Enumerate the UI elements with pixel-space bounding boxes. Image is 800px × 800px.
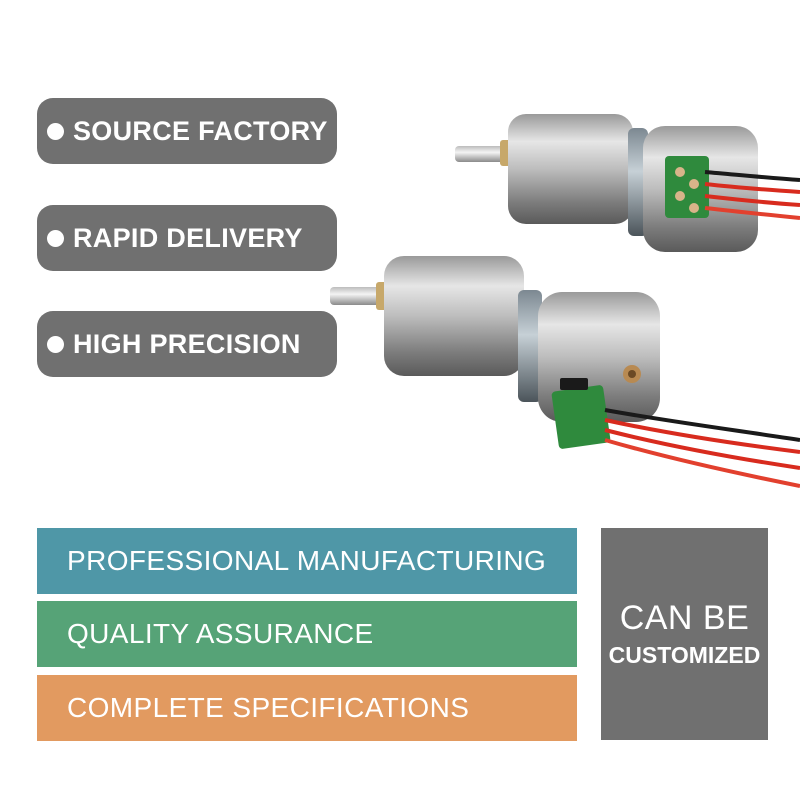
- feature-pill-rapid-delivery: RAPID DELIVERY: [37, 205, 337, 271]
- band-complete-specifications: COMPLETE SPECIFICATIONS: [37, 675, 577, 741]
- band-professional-manufacturing: PROFESSIONAL MANUFACTURING: [37, 528, 577, 594]
- band-label: PROFESSIONAL MANUFACTURING: [67, 545, 547, 576]
- feature-label: RAPID DELIVERY: [73, 222, 303, 253]
- feature-pill-high-precision: HIGH PRECISION: [37, 311, 337, 377]
- product-photo: [330, 114, 800, 488]
- band-label: COMPLETE SPECIFICATIONS: [67, 692, 470, 723]
- customization-line-1: CAN BE: [619, 599, 750, 637]
- feature-label: HIGH PRECISION: [73, 328, 301, 359]
- bullet-dot-icon: [47, 229, 64, 247]
- band-quality-assurance: QUALITY ASSURANCE: [37, 601, 577, 667]
- customization-box: CAN BE CUSTOMIZED: [601, 528, 768, 740]
- bullet-dot-icon: [47, 122, 64, 140]
- customization-line-2: CUSTOMIZED: [608, 642, 761, 668]
- motor-top: [455, 114, 800, 252]
- bullet-dot-icon: [47, 335, 64, 353]
- band-label: QUALITY ASSURANCE: [67, 618, 374, 649]
- motor-bottom: [330, 256, 800, 488]
- feature-pill-source-factory: SOURCE FACTORY: [37, 98, 337, 164]
- feature-label: SOURCE FACTORY: [73, 115, 328, 146]
